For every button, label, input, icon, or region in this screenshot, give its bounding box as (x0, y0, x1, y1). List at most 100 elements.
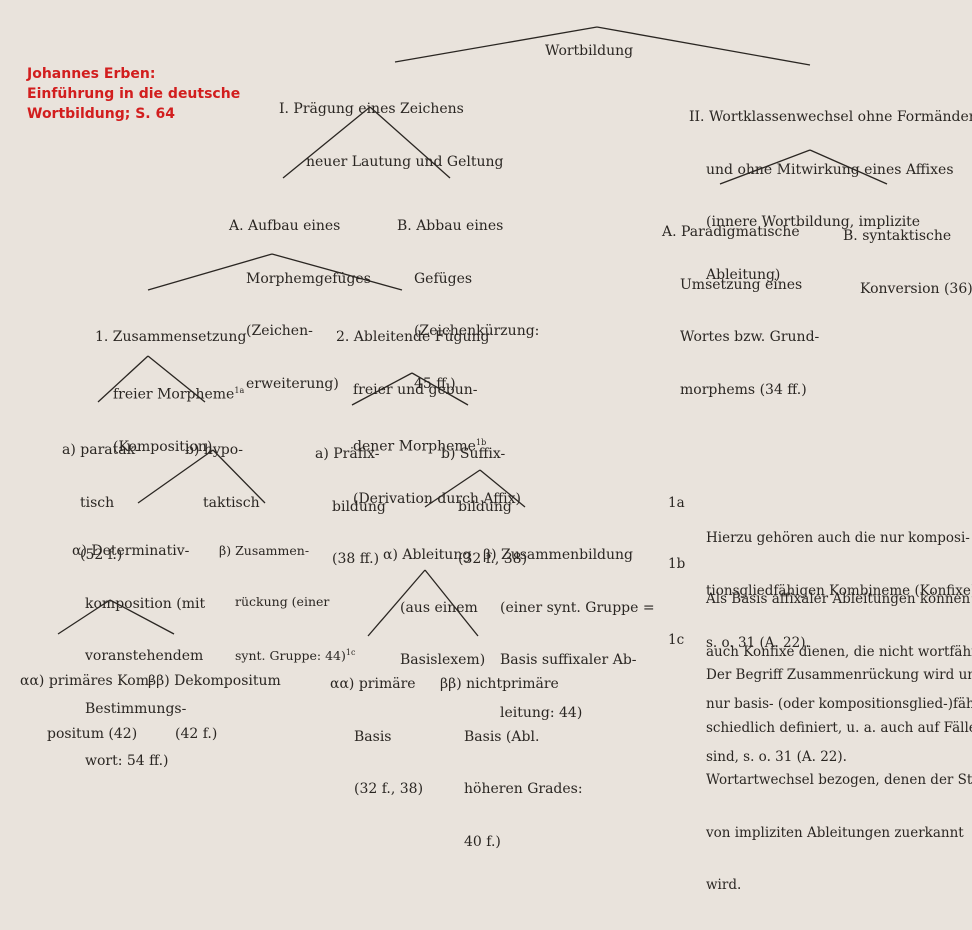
edge-A2b-alpha (424, 469, 481, 508)
edge-alpha-aa1 (57, 599, 111, 635)
node-line: taktisch (203, 494, 260, 511)
node-A2b-beta: β) Zusammenbildung (einer synt. Gruppe =… (483, 512, 655, 757)
footnote-number: 1c (668, 632, 685, 648)
node-A2b-alpha: α) Ableitung (aus einem Basislexem) (383, 512, 485, 705)
tree-edges (57, 26, 888, 637)
node-line: B. syntaktische (843, 228, 952, 244)
node-bb2: ββ) nichtprimäre Basis (Abl. höheren Gra… (440, 641, 583, 886)
node-line: (32 f., 38) (458, 551, 528, 567)
node-line: morphems (34 ff.) (680, 381, 807, 398)
node-line: (Zeichen- (246, 323, 313, 339)
node-line: voranstehendem (85, 648, 204, 664)
node-line: Ableitung) (706, 266, 781, 283)
node-II: II. Wortklassenwechsel ohne Formänderung… (689, 74, 972, 319)
footnote-marker: 1b (475, 438, 487, 447)
citation-author: Johannes Erben: (27, 66, 156, 82)
node-line: Wortbildung (545, 43, 634, 59)
footnote-text: Hierzu gehören auch die nur komposi- tio… (706, 495, 972, 688)
edge-alpha-bb1 (109, 599, 175, 635)
edge-I-IB (369, 106, 451, 179)
node-line: und ohne Mitwirkung eines Affixes (706, 161, 954, 178)
node-line: (Zeichenkürzung: (414, 323, 540, 339)
footnote-line: Hierzu gehören auch die nur komposi- (706, 530, 970, 546)
node-line: b) Suffix- (441, 446, 506, 462)
footnote-number: 1a (668, 495, 685, 511)
node-A2b: b) Suffix- bildung (32 f., 38) (441, 411, 527, 604)
node-line: (42 f.) (175, 725, 218, 742)
node-line: II. Wortklassenwechsel ohne Formänderung (689, 109, 972, 125)
node-line: (einer synt. Gruppe = (500, 599, 655, 616)
node-line: α) Determinativ- (72, 543, 190, 559)
node-A2: 2. Ableitende Fügung freier und gebun- d… (336, 294, 521, 544)
node-line: freier und gebun- (353, 381, 478, 398)
footnote-line: auch Konfixe dienen, die nicht wortfähig… (706, 643, 972, 660)
node-line: dener Morpheme1b (353, 434, 521, 456)
node-line: (52 f.) (80, 547, 123, 563)
node-line: tisch (80, 494, 115, 511)
node-A1b: b) hypo- taktisch (185, 407, 260, 547)
footnote-line: s. o. 31 (A. 22). (706, 635, 810, 651)
node-line-text: freier Morpheme (113, 386, 235, 403)
node-line: Wortes bzw. Grund- (680, 329, 820, 345)
node-IA: A. Aufbau eines Morphemgefüges (Zeichen-… (229, 183, 371, 428)
diagram-page: Johannes Erben: Einführung in die deutsc… (20, 26, 972, 893)
node-IIA: A. Paradigmatische Umsetzung eines Worte… (662, 189, 819, 434)
edge-IA-A2 (271, 253, 403, 291)
node-line-text: dener Morpheme (353, 438, 476, 455)
node-line: (Derivation durch Affix) (353, 491, 522, 508)
node-line: A. Aufbau eines (229, 218, 341, 234)
node-line: Basis (354, 728, 392, 745)
edge-root-II (596, 26, 811, 66)
edge-alpha2-bb2 (424, 569, 479, 637)
node-A1a: a) paratak- tisch (52 f.) (62, 407, 140, 600)
node-bb1: ββ) Dekompositum (42 f.) (148, 638, 281, 778)
footnote-number: 1b (668, 556, 686, 572)
node-line: (innere Wortbildung, implizite (706, 214, 921, 230)
node-line: (Komposition) (113, 438, 213, 455)
node-line: 45 ff.) (414, 375, 456, 392)
node-line: αα) primäres Kom- (20, 673, 154, 689)
node-line: Gefüges (414, 270, 473, 287)
citation-line: Wortbildung; S. 64 (27, 106, 175, 122)
edge-A1b-beta (212, 449, 266, 504)
node-line: α) Ableitung (383, 547, 472, 563)
node-A1b-beta: β) Zusammen- rückung (einer synt. Gruppe… (219, 508, 355, 698)
citation-note: Johannes Erben: Einführung in die deutsc… (27, 64, 240, 124)
node-line: synt. Gruppe: 44)1c (235, 644, 355, 664)
node-line: komposition (mit (85, 595, 206, 612)
edge-IA-A1 (147, 253, 273, 291)
node-line: A. Paradigmatische (662, 224, 800, 240)
edge-root-I (394, 26, 598, 63)
node-line: β) Zusammenbildung (483, 547, 634, 563)
node-I: I. Prägung eines Zeichens neuer Lautung … (279, 66, 504, 206)
edge-A2b-beta (479, 469, 526, 508)
footnote-line: Der Begriff Zusammenrückung wird unter- (706, 667, 972, 683)
edge-II-IIA (719, 149, 811, 185)
footnote-text: Der Begriff Zusammenrückung wird unter- … (706, 632, 972, 930)
citation-line: Einführung in die deutsche (27, 86, 241, 102)
node-line: Umsetzung eines (680, 276, 803, 293)
footnote-marker: 1a (234, 385, 245, 395)
node-line: (32 f., 38) (354, 781, 424, 797)
edge-I-IA (282, 106, 371, 179)
edge-alpha2-aa2 (367, 569, 426, 637)
node-line: 2. Ableitende Fügung (336, 329, 490, 345)
footnote-line: wird. (706, 877, 742, 893)
node-line: Morphemgefüges (246, 270, 371, 287)
edge-A1-A1a (97, 355, 149, 403)
node-line: I. Prägung eines Zeichens (279, 101, 464, 117)
node-line: rückung (einer (235, 594, 330, 609)
node-A2a: a) Präfix- bildung (38 ff.) (315, 411, 386, 604)
footnote-line: Als Basis affixaler Ableitungen können (706, 591, 971, 607)
footnote-line: schiedlich definiert, u. a. auch auf Fäl… (706, 719, 972, 736)
edge-A1b-alpha (137, 449, 214, 504)
node-line: ββ) Dekompositum (148, 673, 281, 689)
node-line: β) Zusammen- (219, 543, 310, 558)
node-line: Konversion (36) (860, 280, 972, 297)
node-IB: B. Abbau eines Gefüges (Zeichenkürzung: … (397, 183, 539, 428)
edge-A2-A2b (411, 372, 469, 406)
node-line: (38 ff.) (332, 551, 380, 567)
node-line: B. Abbau eines (397, 218, 504, 234)
node-line: a) paratak- (62, 442, 140, 458)
footnote-marker: 1c (345, 648, 356, 657)
